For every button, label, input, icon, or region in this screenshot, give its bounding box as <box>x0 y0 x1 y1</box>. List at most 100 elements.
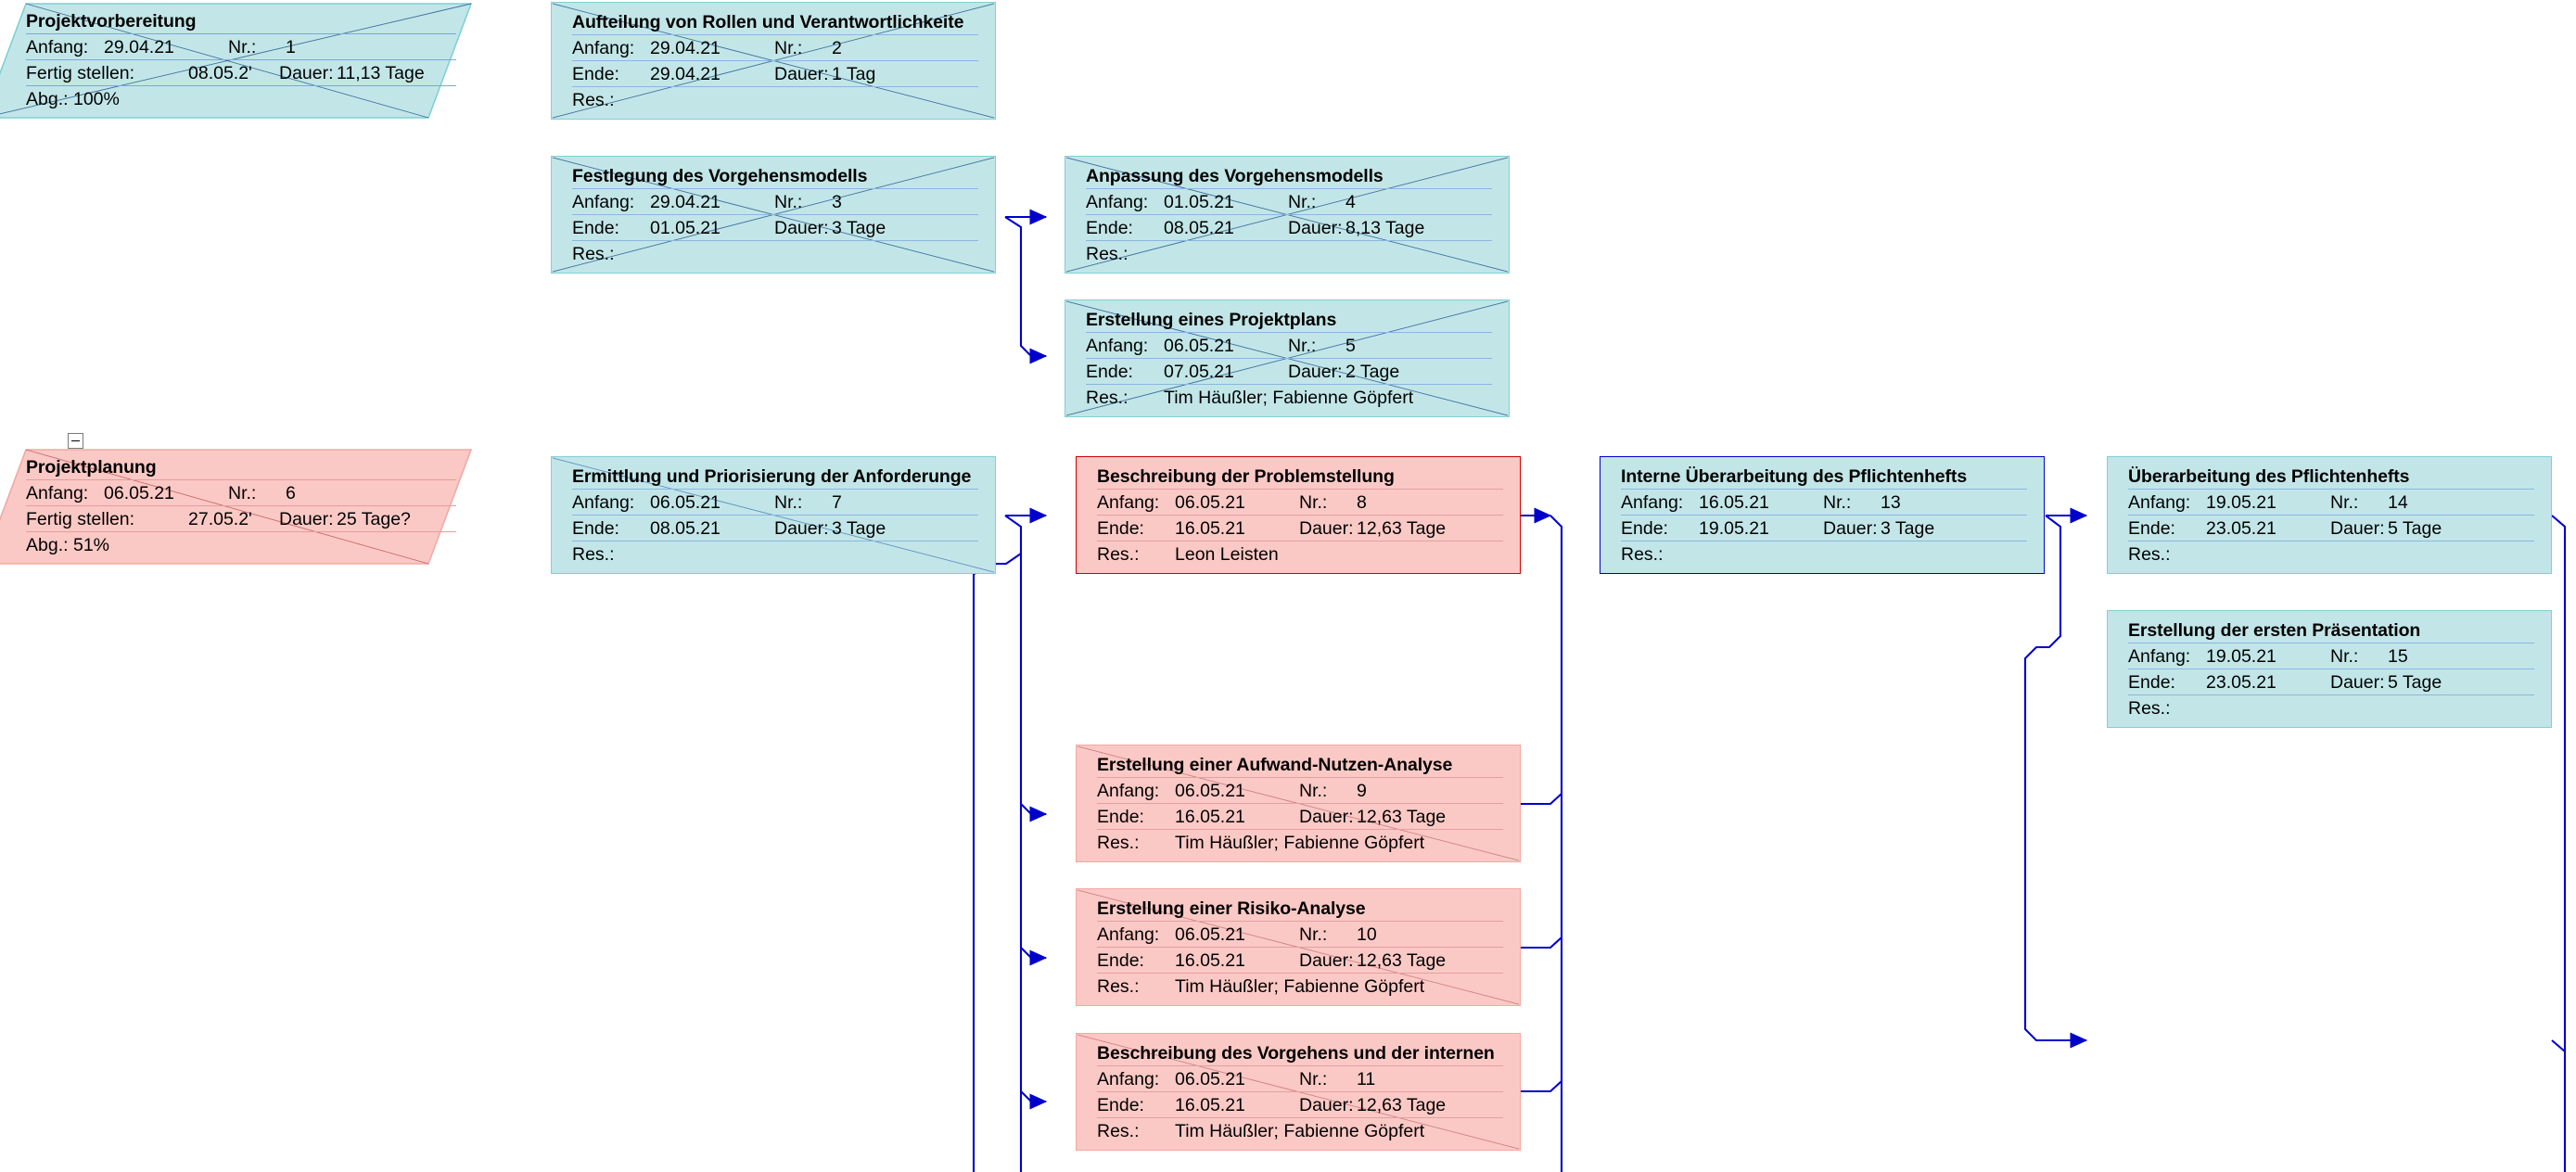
value-dauer: 5 Tage <box>2388 518 2442 539</box>
node-title: Beschreibung der Problemstellung <box>1097 464 1507 490</box>
label-res: Res.: <box>572 90 615 110</box>
node-beschreibung-vorgehens-internen[interactable]: Beschreibung des Vorgehens und der inter… <box>1076 1033 1521 1151</box>
value-ende: 16.05.21 <box>1175 807 1245 827</box>
node-risiko-analyse[interactable]: Erstellung einer Risiko-Analyse Anfang:0… <box>1076 888 1521 1006</box>
label-nr: Nr.: <box>1823 492 1852 513</box>
value-ende: 08.05.21 <box>650 518 721 539</box>
node-row-abg: Abg.: 51% <box>26 532 460 558</box>
node-row-res: Res.: <box>1086 241 1496 267</box>
value-ende: 16.05.21 <box>1175 1095 1245 1115</box>
value-dauer: 25 Tage? <box>337 509 411 529</box>
value-ende: 29.04.21 <box>650 64 721 84</box>
node-title: Überarbeitung des Pflichtenhefts <box>2128 464 2538 490</box>
label-anfang: Anfang: <box>2128 646 2191 667</box>
label-anfang: Anfang: <box>2128 492 2191 513</box>
value-dauer: 12,63 Tage <box>1357 1095 1447 1115</box>
node-anpassung-vorgehensmodells[interactable]: Anpassung des Vorgehensmodells Anfang:01… <box>1065 156 1510 274</box>
value-nr: 13 <box>1881 492 1901 513</box>
label-dauer: Dauer: <box>1299 1095 1354 1115</box>
value-nr: 3 <box>832 192 842 212</box>
value-dauer: 3 Tage <box>832 518 886 539</box>
value-nr: 8 <box>1357 492 1367 513</box>
node-ueberarbeitung-pflichtenhefts[interactable]: Überarbeitung des Pflichtenhefts Anfang:… <box>2107 456 2552 574</box>
label-res: Res.: <box>1097 544 1140 565</box>
node-title: Festlegung des Vorgehensmodells <box>572 163 982 189</box>
label-dauer: Dauer: <box>1299 518 1354 539</box>
value-dauer: 1 Tag <box>832 64 876 84</box>
label-ende: Ende: <box>1097 950 1144 971</box>
label-dauer: Dauer: <box>279 509 334 529</box>
label-ende: Ende: <box>1086 362 1133 382</box>
value-ende: 19.05.21 <box>1699 518 1769 539</box>
value-nr: 5 <box>1345 336 1356 356</box>
value-res: Leon Leisten <box>1175 544 1279 565</box>
node-erstellung-projektplans[interactable]: Erstellung eines Projektplans Anfang:06.… <box>1065 299 1510 417</box>
node-beschreibung-problemstellung[interactable]: Beschreibung der Problemstellung Anfang:… <box>1076 456 1521 574</box>
node-row-fertig-stellen: Fertig stellen:08.05.2'Dauer:11,13 Tage <box>26 60 460 86</box>
label-anfang: Anfang: <box>1097 1069 1160 1089</box>
value-ende: 07.05.21 <box>1164 362 1234 382</box>
value-nr: 4 <box>1345 192 1356 212</box>
value-res: Tim Häußler; Fabienne Göpfert <box>1175 1121 1425 1141</box>
node-aufteilung-von-rollen[interactable]: Aufteilung von Rollen und Verantwortlich… <box>551 2 996 120</box>
value-dauer: 8,13 Tage <box>1345 218 1425 238</box>
node-row-res: Res.:Tim Häußler; Fabienne Göpfert <box>1086 385 1496 411</box>
value-anfang: 06.05.21 <box>104 483 174 503</box>
label-res: Res.: <box>2128 698 2171 719</box>
value-nr: 6 <box>286 483 296 503</box>
link-3-to-5 <box>1004 216 1048 364</box>
label-res: Res.: <box>1097 976 1140 997</box>
node-festlegung-vorgehensmodells[interactable]: Festlegung des Vorgehensmodells Anfang:2… <box>551 156 996 274</box>
link-7-to-9 <box>1020 803 1048 822</box>
label-dauer: Dauer: <box>2330 672 2385 693</box>
label-ende: Ende: <box>572 64 619 84</box>
label-nr: Nr.: <box>2330 646 2359 667</box>
collapse-toggle-projektplanung[interactable] <box>68 433 83 449</box>
node-row-res: Res.: Leon Leisten <box>1097 541 1507 567</box>
node-ermittlung-priorisierung[interactable]: Ermittlung und Priorisierung der Anforde… <box>551 456 996 574</box>
value-res: Tim Häußler; Fabienne Göpfert <box>1175 976 1425 997</box>
node-aufwand-nutzen-analyse[interactable]: Erstellung einer Aufwand-Nutzen-Analyse … <box>1076 745 1521 862</box>
label-anfang: Anfang: <box>1097 924 1160 945</box>
value-anfang: 29.04.21 <box>650 38 721 58</box>
value-ende: 08.05.21 <box>1164 218 1234 238</box>
label-dauer: Dauer: <box>1288 362 1343 382</box>
label-nr: Nr.: <box>1299 781 1328 801</box>
label-anfang: Anfang: <box>1621 492 1684 513</box>
node-erstellung-ersten-praesentation[interactable]: Erstellung der ersten Präsentation Anfan… <box>2107 610 2552 728</box>
node-row-res: Res.: <box>572 241 982 267</box>
node-title: Erstellung der ersten Präsentation <box>2128 618 2538 643</box>
label-res: Res.: <box>2128 544 2171 565</box>
label-ende: Ende: <box>2128 672 2175 693</box>
value-dauer: 3 Tage <box>1881 518 1935 539</box>
label-anfang: Anfang: <box>572 192 635 212</box>
value-anfang: 06.05.21 <box>1175 1069 1245 1089</box>
node-row-fertig-stellen: Fertig stellen:27.05.2'Dauer:25 Tage? <box>26 506 460 532</box>
node-title: Projektplanung <box>26 454 460 480</box>
node-title: Projektvorbereitung <box>26 8 460 34</box>
link-13-to-15 <box>2023 515 2088 1049</box>
node-title: Aufteilung von Rollen und Verantwortlich… <box>572 9 982 35</box>
label-nr: Nr.: <box>1288 336 1317 356</box>
value-dauer: 12,63 Tage <box>1357 950 1447 971</box>
link-14-to-right <box>2551 515 2567 1172</box>
node-interne-ueberarbeitung-pflichtenhefts[interactable]: Interne Überarbeitung des Pflichtenhefts… <box>1600 456 2045 574</box>
label-ende: Ende: <box>1621 518 1668 539</box>
label-abg: Abg.: <box>26 89 69 109</box>
value-res: Tim Häußler; Fabienne Göpfert <box>1175 833 1425 853</box>
